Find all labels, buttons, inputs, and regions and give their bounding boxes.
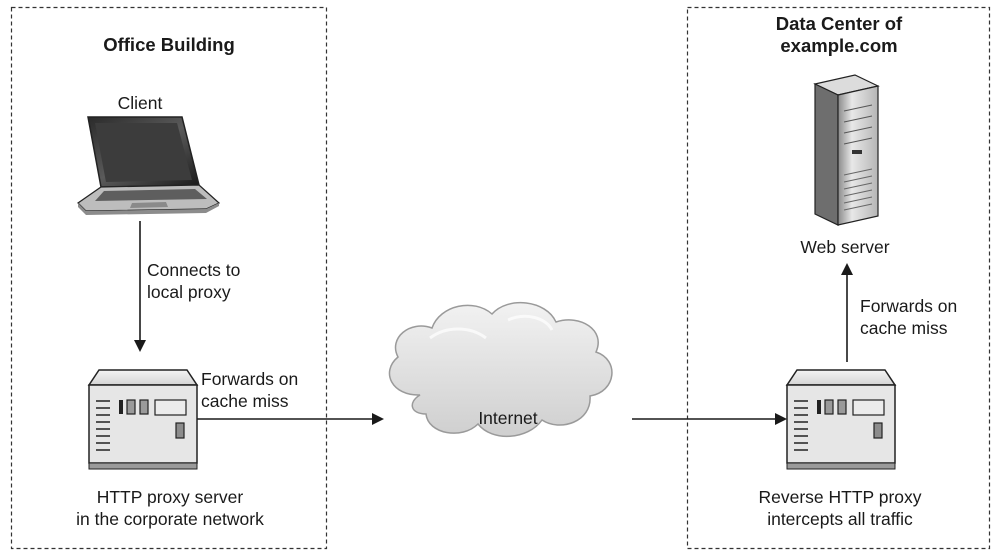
edge-label-proxy-to-internet: Forwards on cache miss xyxy=(201,369,299,411)
office-building-title: Office Building xyxy=(103,34,235,55)
data-center-title: Data Center of example.com xyxy=(775,13,903,56)
data-center-zone xyxy=(686,6,991,550)
client-label: Client xyxy=(117,93,163,113)
edge-label-reverse-to-web: Forwards on cache miss xyxy=(860,296,958,338)
web-server-label: Web server xyxy=(800,237,890,257)
local-proxy-label: HTTP proxy server in the corporate netwo… xyxy=(76,487,264,529)
cloud-icon xyxy=(388,301,613,437)
tower-server-icon xyxy=(813,74,880,226)
proxy-server-icon xyxy=(87,369,199,470)
laptop-icon xyxy=(77,116,221,215)
internet-label: Internet xyxy=(478,408,538,428)
office-building-zone xyxy=(10,6,328,550)
edge-label-client-to-proxy: Connects to local proxy xyxy=(147,260,241,302)
reverse-proxy-label: Reverse HTTP proxy intercepts all traffi… xyxy=(758,487,922,529)
reverse-proxy-server-icon xyxy=(785,369,897,470)
